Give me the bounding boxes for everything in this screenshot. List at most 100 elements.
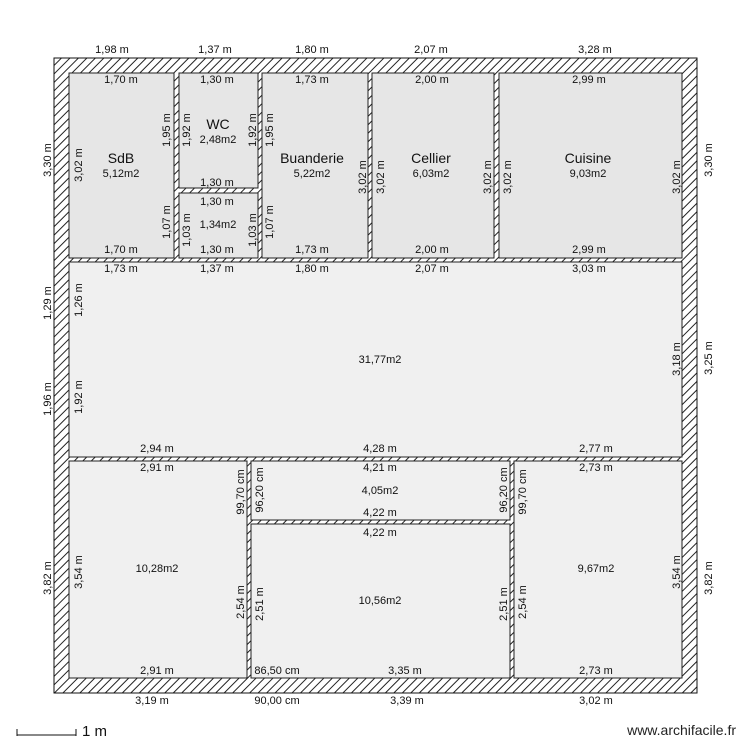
dim-label: 90,00 cm (254, 695, 299, 707)
dim-label: 1,73 m (295, 244, 329, 256)
dim-label: 1,98 m (95, 44, 129, 56)
room-floor-small (178, 192, 259, 259)
dim-label: 1,92 m (73, 380, 85, 414)
dim-label: 2,99 m (572, 244, 606, 256)
watermark: www.archifacile.fr (627, 722, 736, 738)
dim-label: 3,30 m (42, 143, 54, 177)
room-area-br: 9,67m2 (578, 563, 615, 575)
dim-label: 3,02 m (671, 160, 683, 194)
room-floor-bm (250, 523, 511, 679)
room-floor-wc (178, 72, 259, 189)
room-area-sdb: 5,12m2 (103, 168, 140, 180)
dim-label: 96,20 cm (254, 467, 266, 512)
dim-label: 3,82 m (42, 561, 54, 595)
room-area-bl: 10,28m2 (136, 563, 179, 575)
dim-label: 2,00 m (415, 74, 449, 86)
room-floor-bmt (250, 460, 511, 521)
dim-label: 1,30 m (200, 177, 234, 189)
dim-label: 3,02 m (73, 148, 85, 182)
dim-label: 1,73 m (104, 263, 138, 275)
dim-label: 4,21 m (363, 462, 397, 474)
dim-label: 1,03 m (181, 213, 193, 247)
dim-label: 86,50 cm (254, 665, 299, 677)
dim-label: 2,51 m (254, 587, 266, 621)
dim-label: 2,07 m (414, 44, 448, 56)
room-area-wc: 2,48m2 (200, 134, 237, 146)
dim-label: 1,95 m (264, 113, 276, 147)
room-name-sdb: SdB (108, 150, 134, 166)
dim-label: 1,92 m (247, 113, 259, 147)
dim-label: 2,77 m (579, 443, 613, 455)
dim-label: 2,73 m (579, 665, 613, 677)
room-area-bmt: 4,05m2 (362, 485, 399, 497)
dim-label: 1,03 m (247, 213, 259, 247)
room-area-cuisine: 9,03m2 (570, 168, 607, 180)
room-area-small: 1,34m2 (200, 219, 237, 231)
dim-label: 1,30 m (200, 244, 234, 256)
dim-label: 2,99 m (572, 74, 606, 86)
dim-label: 3,82 m (703, 561, 715, 595)
dim-label: 3,54 m (671, 555, 683, 589)
dim-label: 2,94 m (140, 443, 174, 455)
room-floor-bl (68, 460, 248, 679)
dim-label: 1,73 m (295, 74, 329, 86)
room-name-cellier: Cellier (411, 150, 451, 166)
room-area-cellier: 6,03m2 (413, 168, 450, 180)
scale-label: 1 m (82, 723, 108, 740)
dim-label: 1,07 m (264, 205, 276, 239)
dim-label: 3,39 m (390, 695, 424, 707)
dim-label: 1,30 m (200, 74, 234, 86)
room-floor-sdb (68, 72, 175, 259)
room-floor-buanderie (261, 72, 369, 259)
dim-label: 1,29 m (42, 286, 54, 320)
dim-label: 3,02 m (482, 160, 494, 194)
dim-label: 1,80 m (295, 263, 329, 275)
dim-label: 2,73 m (579, 462, 613, 474)
dim-label: 3,02 m (375, 160, 387, 194)
dim-label: 1,95 m (161, 113, 173, 147)
dim-label: 1,26 m (73, 283, 85, 317)
dim-label: 1,37 m (200, 263, 234, 275)
dim-label: 1,92 m (181, 113, 193, 147)
room-name-cuisine: Cuisine (565, 150, 612, 166)
dim-label: 99,70 cm (235, 469, 247, 514)
room-name-buanderie: Buanderie (280, 150, 344, 166)
dim-label: 2,51 m (498, 587, 510, 621)
dim-label: 4,28 m (363, 443, 397, 455)
dim-label: 1,70 m (104, 74, 138, 86)
room-floor-cuisine (498, 72, 683, 259)
dim-label: 3,28 m (578, 44, 612, 56)
dim-label: 2,54 m (235, 585, 247, 619)
dim-label: 3,18 m (671, 342, 683, 376)
dim-label: 3,35 m (388, 665, 422, 677)
dim-label: 4,22 m (363, 527, 397, 539)
room-area-buanderie: 5,22m2 (294, 168, 331, 180)
room-area-main: 31,77m2 (359, 354, 402, 366)
dim-label: 3,54 m (73, 555, 85, 589)
room-name-wc: WC (206, 116, 229, 132)
dim-label: 1,37 m (198, 44, 232, 56)
dim-label: 1,70 m (104, 244, 138, 256)
dim-label: 3,02 m (579, 695, 613, 707)
dim-label: 3,02 m (502, 160, 514, 194)
dim-label: 2,00 m (415, 244, 449, 256)
dim-label: 1,07 m (161, 205, 173, 239)
dim-label: 1,96 m (42, 382, 54, 416)
dim-label: 1,30 m (200, 196, 234, 208)
room-floor-main (68, 261, 683, 458)
dim-label: 3,03 m (572, 263, 606, 275)
dim-label: 2,91 m (140, 665, 174, 677)
room-floor-br (513, 460, 683, 679)
dim-label: 1,80 m (295, 44, 329, 56)
dim-label: 2,07 m (415, 263, 449, 275)
dim-label: 3,19 m (135, 695, 169, 707)
dim-label: 2,54 m (517, 585, 529, 619)
dim-label: 96,20 cm (498, 467, 510, 512)
scale-bar (16, 729, 77, 736)
dim-label: 99,70 cm (517, 469, 529, 514)
room-area-bm: 10,56m2 (359, 595, 402, 607)
room-floor-cellier (371, 72, 495, 259)
dim-label: 4,22 m (363, 507, 397, 519)
dim-label: 3,02 m (357, 160, 369, 194)
